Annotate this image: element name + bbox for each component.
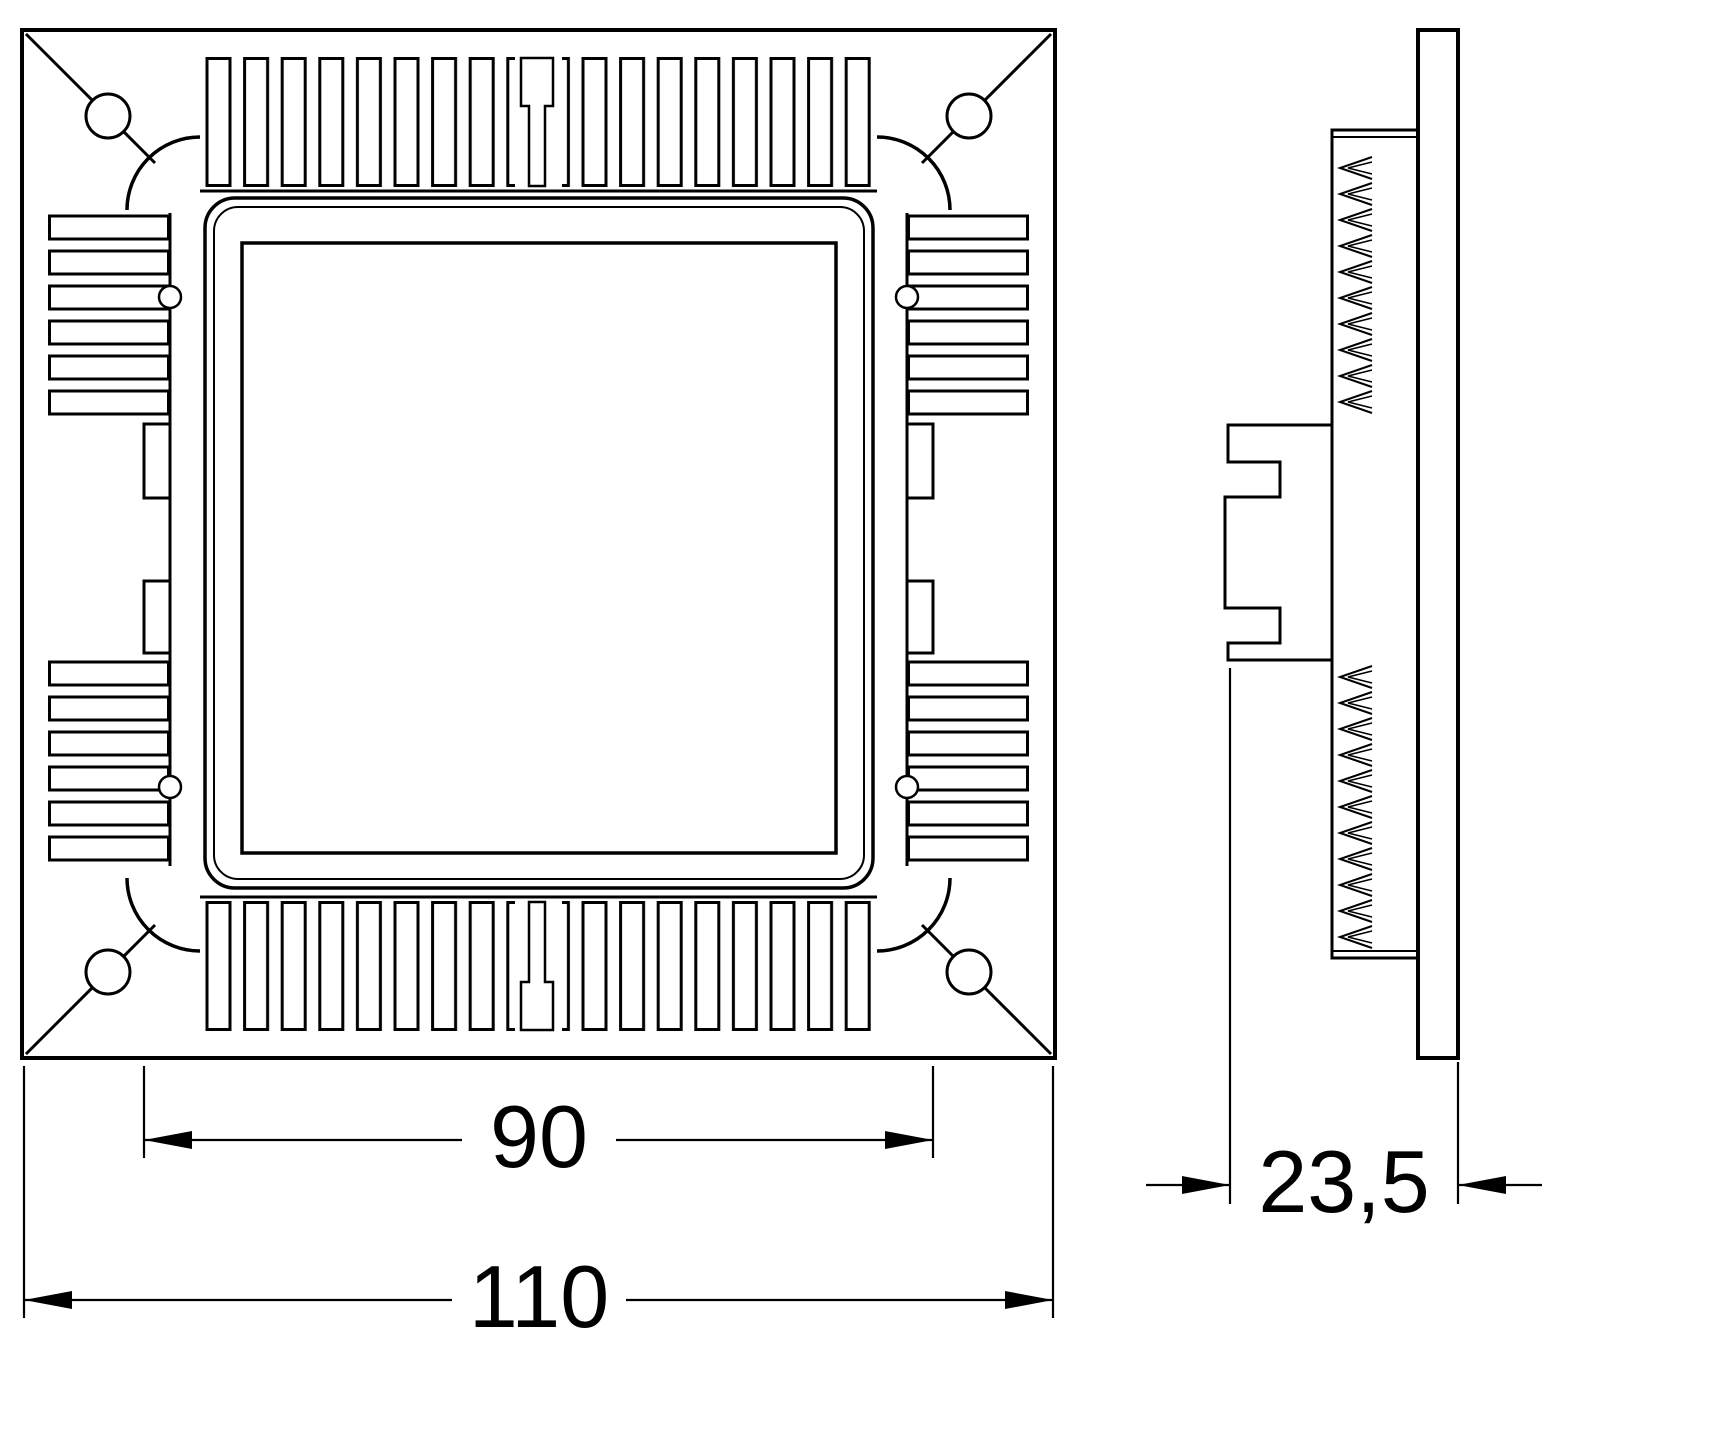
mounting-holes xyxy=(157,284,920,800)
dimensions: 90 110 23,5 xyxy=(22,668,1542,1346)
base-plate-corner-arcs xyxy=(125,135,952,953)
mounting-clip xyxy=(1223,423,1334,662)
dimension-cutout: 90 xyxy=(142,1066,935,1186)
bezel-flange xyxy=(1416,28,1460,1060)
dimension-depth-label: 23,5 xyxy=(1258,1132,1429,1231)
heatsink-fins-left-upper xyxy=(48,210,170,420)
side-fins-upper xyxy=(1334,155,1374,415)
dim-arrow-left xyxy=(1182,1176,1230,1194)
base-plate-edges xyxy=(168,189,909,899)
dimension-cutout-label: 90 xyxy=(490,1087,588,1186)
dimension-overall: 110 xyxy=(22,1066,1055,1346)
dim-arrow-left xyxy=(144,1131,192,1149)
heatsink-fins-left-lower xyxy=(48,656,170,866)
dimension-overall-label: 110 xyxy=(469,1247,609,1346)
clip-slots xyxy=(142,422,935,655)
corner-screw-bosses xyxy=(84,92,993,996)
dim-arrow-left xyxy=(24,1291,72,1309)
corner-gussets xyxy=(24,32,1053,1056)
dim-arrow-right xyxy=(885,1131,933,1149)
dimension-depth: 23,5 xyxy=(1146,668,1542,1231)
led-panel-surface xyxy=(240,241,838,855)
heatsink-fins-right-lower xyxy=(907,656,1029,866)
center-notch-top xyxy=(515,55,562,189)
side-view xyxy=(1223,28,1460,1060)
dim-arrow-right xyxy=(1458,1176,1506,1194)
front-view xyxy=(20,28,1057,1060)
side-fins-lower xyxy=(1334,664,1374,950)
dim-arrow-right xyxy=(1005,1291,1053,1309)
panel-frame-inner xyxy=(213,206,865,880)
heatsink-fins-right-upper xyxy=(907,210,1029,420)
center-notch-bottom xyxy=(515,899,562,1033)
